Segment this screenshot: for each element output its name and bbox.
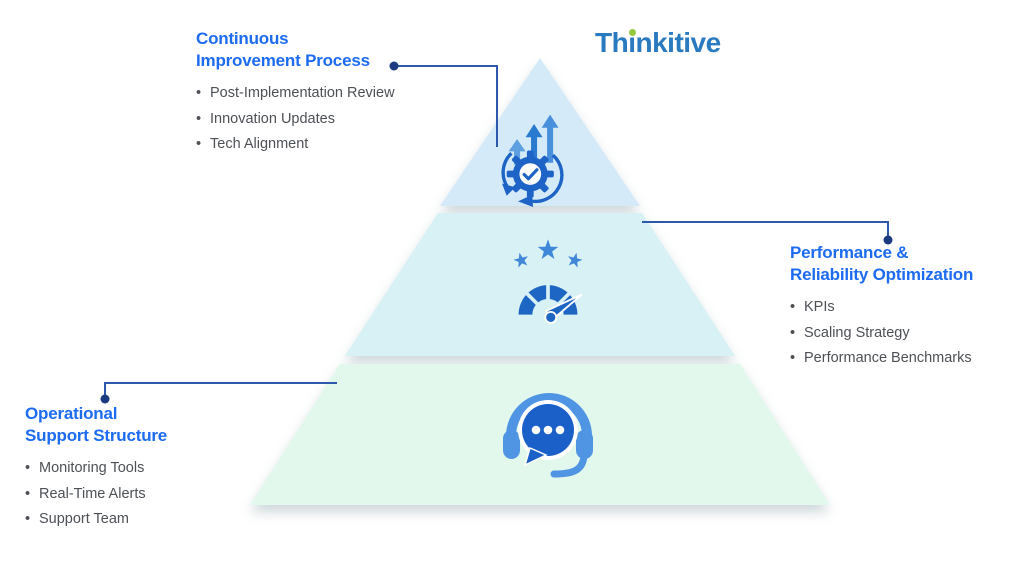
headset: [503, 393, 593, 478]
speedometer-stars-icon: [513, 239, 583, 324]
callout-bullet-list: KPIs Scaling Strategy Performance Benchm…: [790, 295, 1024, 372]
speedometer: [518, 283, 583, 324]
check-icon: [522, 168, 539, 181]
callout-continuous-improvement: Continuous Improvement Process Post-Impl…: [196, 28, 456, 158]
bullet-item: Monitoring Tools: [25, 456, 255, 482]
connector-line-bottom-left: [104, 382, 337, 396]
connector-dot-top-left: [389, 61, 399, 71]
bullet-item: KPIs: [790, 295, 1024, 321]
callout-operational-support: Operational Support Structure Monitoring…: [25, 403, 255, 533]
callout-bullet-list: Monitoring Tools Real-Time Alerts Suppor…: [25, 456, 255, 533]
bullet-item: Performance Benchmarks: [790, 346, 1024, 372]
callout-bullet-list: Post-Implementation Review Innovation Up…: [196, 81, 456, 158]
connector-dot-right: [883, 235, 893, 245]
pyramid-tier-middle: [345, 213, 735, 356]
gear: [506, 150, 554, 198]
logo-text-part1: Th: [595, 27, 629, 58]
cycle-arrowhead-bottom: [518, 194, 534, 208]
callout-performance-reliability: Performance & Reliability Optimization K…: [790, 242, 1024, 372]
cycle-arrowhead-left: [501, 183, 516, 196]
callout-title: Operational Support Structure: [25, 404, 168, 445]
bullet-item: Innovation Updates: [196, 107, 456, 133]
logo-text-part2: nkitive: [635, 27, 722, 58]
connector-dot-bottom-left: [100, 394, 110, 404]
brand-logo: Thinkitive: [595, 27, 721, 59]
chat-bubble: [518, 400, 578, 467]
bullet-item: Support Team: [25, 507, 255, 533]
rating-stars: [513, 239, 583, 268]
bullet-item: Scaling Strategy: [790, 321, 1024, 347]
headset-chat-icon: [503, 393, 593, 478]
connector-line-top-left: [394, 65, 498, 147]
bullet-item: Post-Implementation Review: [196, 81, 456, 107]
needle-hub: [544, 310, 558, 324]
pyramid-tier-top: [440, 58, 640, 206]
callout-title: Performance & Reliability Optimization: [790, 243, 974, 284]
microphone: [550, 450, 588, 478]
growth-arrows: [508, 114, 559, 165]
bullet-item: Real-Time Alerts: [25, 482, 255, 508]
connector-line-right: [642, 221, 889, 237]
callout-title: Continuous Improvement Process: [196, 29, 370, 70]
gear-growth-icon: [501, 114, 564, 208]
cycle-arrows: [501, 152, 564, 204]
bullet-item: Tech Alignment: [196, 132, 456, 158]
logo-green-dot-i: i: [628, 27, 637, 58]
